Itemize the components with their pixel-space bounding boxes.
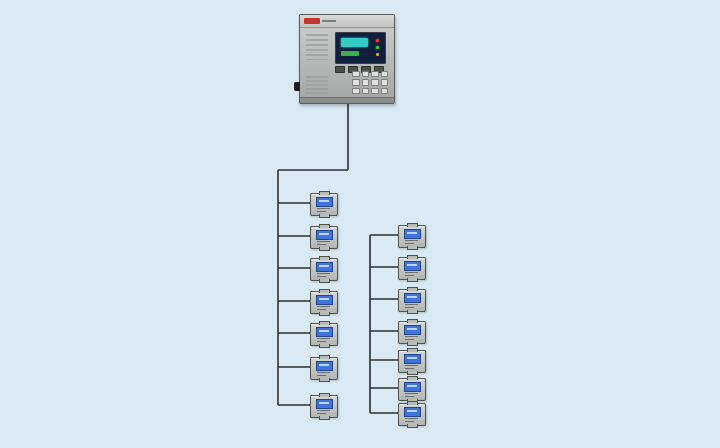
keypad-key[interactable]: [361, 79, 369, 86]
gas-detector: [398, 287, 426, 314]
brand-logo: [304, 18, 336, 24]
gas-detector: [398, 319, 426, 346]
function-buttons[interactable]: [335, 66, 384, 73]
side-knob: [294, 82, 300, 91]
keypad-key[interactable]: [352, 87, 360, 94]
gas-detector: [398, 255, 426, 282]
keypad-key[interactable]: [371, 71, 379, 78]
gas-detector: [310, 191, 338, 218]
display-subdigits: [341, 51, 359, 56]
gas-alarm-controller: [294, 14, 395, 104]
display-digits: [341, 38, 368, 47]
keypad-key[interactable]: [352, 79, 360, 86]
gas-detector: [310, 321, 338, 348]
keypad-key[interactable]: [380, 87, 388, 94]
keypad-key[interactable]: [371, 87, 379, 94]
function-button[interactable]: [374, 66, 384, 73]
keypad-key[interactable]: [361, 87, 369, 94]
gas-detector: [310, 355, 338, 382]
gas-detector: [398, 401, 426, 428]
power-led: [376, 46, 379, 49]
controller-base: [300, 97, 394, 103]
gas-detector: [398, 376, 426, 403]
controller-vents: [306, 34, 328, 60]
gas-detector: [310, 289, 338, 316]
function-button[interactable]: [335, 66, 345, 73]
fault-led: [376, 53, 379, 56]
controller-top-panel: [300, 15, 394, 28]
keypad-key[interactable]: [380, 79, 388, 86]
gas-detector: [310, 393, 338, 420]
keypad-key[interactable]: [380, 71, 388, 78]
controller-display: [335, 32, 386, 64]
gas-detector: [310, 256, 338, 283]
keypad[interactable]: [352, 71, 388, 94]
alarm-led: [376, 39, 379, 42]
keypad-key[interactable]: [352, 71, 360, 78]
keypad-key[interactable]: [361, 71, 369, 78]
gas-detector: [398, 348, 426, 375]
gas-detector: [398, 223, 426, 250]
keypad-key[interactable]: [371, 79, 379, 86]
gas-detector: [310, 224, 338, 251]
speaker-grill: [306, 76, 328, 94]
